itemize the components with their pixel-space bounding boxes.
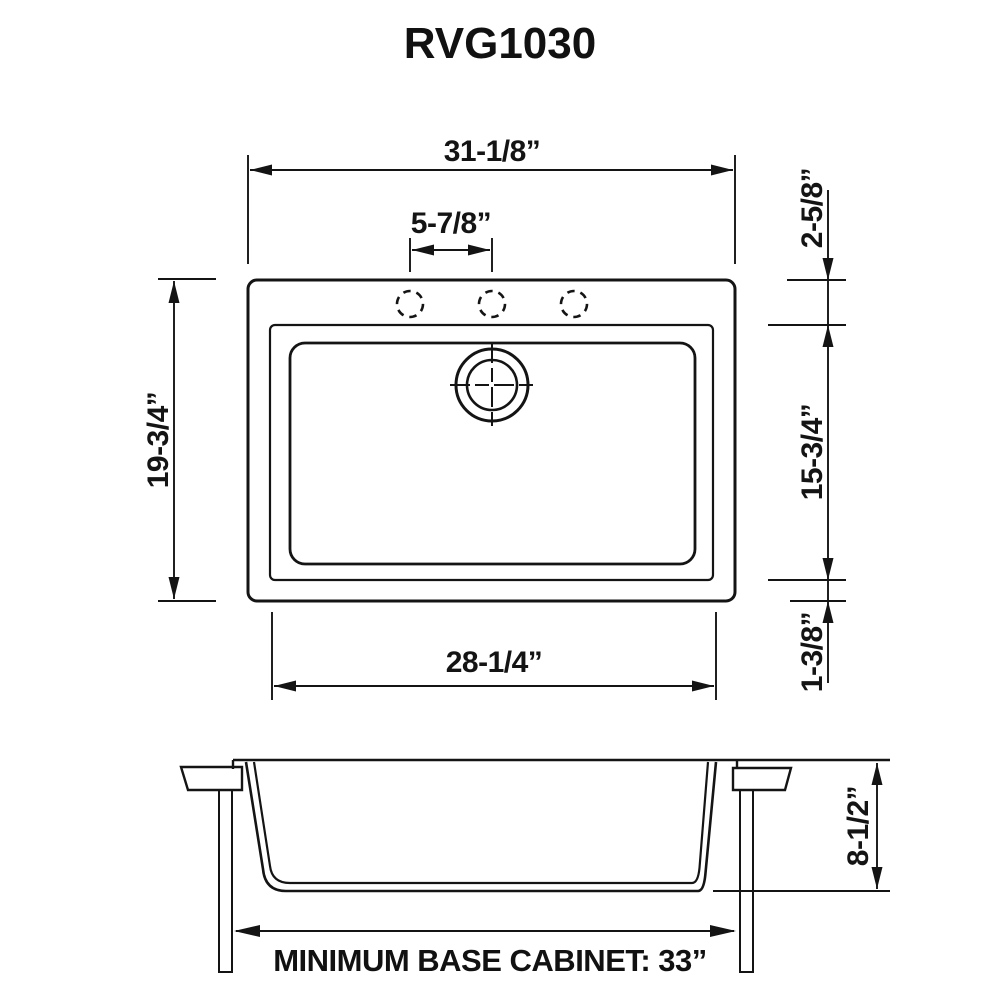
arrowhead-right: [468, 244, 490, 256]
dim-label: 2-5/8”: [796, 168, 829, 248]
dim-label: 1-3/8”: [796, 612, 829, 692]
dim-label: 31-1/8”: [444, 135, 541, 168]
model-title: RVG1030: [404, 19, 596, 68]
arrowhead-down: [822, 258, 834, 280]
arrowhead-left: [250, 164, 272, 176]
arrowhead-up: [822, 325, 834, 347]
top-view: 31-1/8” 5-7/8” 19-3/4”: [142, 135, 846, 700]
arrowhead-down: [871, 867, 883, 889]
dim-bowl-depth: 8-1/2”: [713, 763, 890, 892]
countertop-right: [731, 766, 793, 792]
cabinet-wall-left: [218, 789, 233, 973]
faucet-hole: [395, 289, 425, 319]
dim-rim-to-bowl-top: 2-5/8”: [768, 168, 846, 347]
drain-symbol: [450, 343, 534, 428]
arrowhead-up: [168, 281, 180, 303]
arrowhead-left: [412, 244, 434, 256]
dim-label: 8-1/2”: [842, 786, 875, 866]
dim-overall-front-to-back: 19-3/4”: [142, 278, 216, 602]
dim-label: 28-1/4”: [446, 646, 543, 679]
sink-outer-edge: [246, 278, 737, 603]
bowl-section-inner: [252, 761, 710, 885]
faucet-hole: [477, 289, 507, 319]
bowl-section-outer: [244, 761, 718, 893]
arrowhead-up: [822, 601, 834, 623]
dim-label: 19-3/4”: [142, 392, 175, 489]
arrowhead-left: [274, 680, 296, 692]
dimensions-right: 2-5/8” 15-3/4” 1-3/8”: [768, 168, 846, 692]
arrowhead-down: [822, 558, 834, 580]
side-view: 8-1/2” MINIMUM BASE CABINET: 33”: [179, 758, 890, 978]
sink-rim: [268, 323, 715, 582]
arrowhead-right: [692, 680, 714, 692]
cabinet-note-label: MINIMUM BASE CABINET: 33”: [273, 943, 707, 978]
dim-bowl-width: 28-1/4”: [271, 612, 717, 700]
dim-bowl-to-rim-bottom: 1-3/8”: [790, 600, 846, 692]
dim-overall-width: 31-1/8”: [247, 135, 736, 264]
dim-label: 15-3/4”: [796, 404, 829, 501]
countertop-left: [179, 765, 244, 792]
dim-faucet-hole-spacing: 5-7/8”: [409, 207, 493, 272]
arrowhead-right: [711, 164, 733, 176]
faucet-hole: [559, 289, 589, 319]
arrowhead-right: [710, 925, 736, 937]
arrowhead-down: [168, 577, 180, 599]
dim-bowl-front-to-back: 15-3/4”: [768, 404, 846, 581]
dim-label: 5-7/8”: [411, 207, 491, 240]
cabinet-wall-right: [739, 789, 754, 973]
arrowhead-up: [871, 763, 883, 785]
dim-minimum-base-cabinet: MINIMUM BASE CABINET: 33”: [234, 925, 736, 978]
arrowhead-left: [234, 925, 260, 937]
